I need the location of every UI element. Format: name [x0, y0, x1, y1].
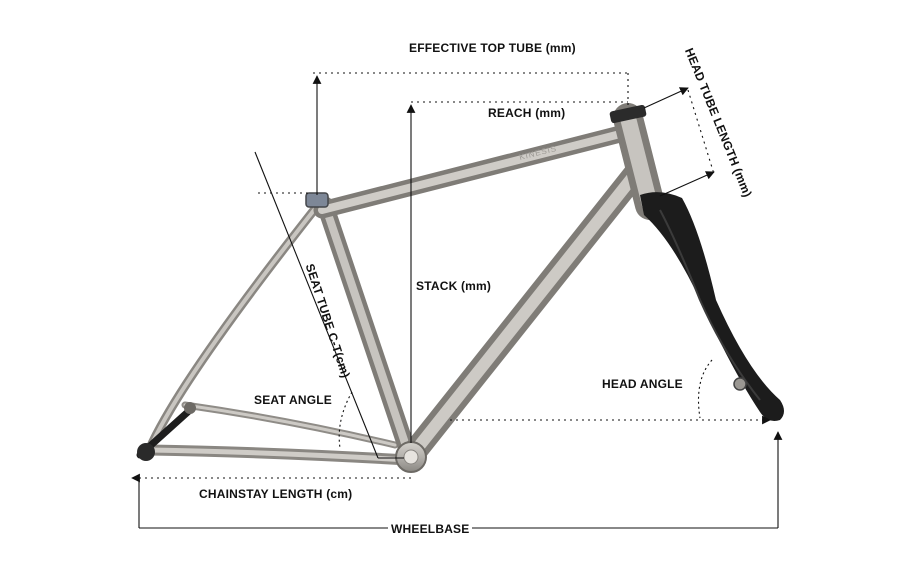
seat-tube-axis	[254, 151, 379, 459]
fork	[640, 192, 784, 421]
seat-angle-arc	[338, 391, 353, 449]
wheelbase-label: WHEELBASE	[388, 522, 473, 536]
frame	[136, 103, 665, 473]
dimension-lines	[131, 72, 783, 529]
effective-top-tube-label: EFFECTIVE TOP TUBE (mm)	[409, 41, 576, 55]
seat-collar	[305, 192, 329, 208]
head-tube-bottom-arrow	[659, 171, 715, 197]
head-tube-top-arrow	[643, 87, 689, 109]
head-angle-label: HEAD ANGLE	[602, 377, 683, 391]
headset-cap	[609, 104, 647, 124]
reach-label: REACH (mm)	[485, 106, 569, 120]
seat-angle-label: SEAT ANGLE	[251, 393, 336, 407]
head-angle-arc	[697, 359, 713, 419]
stack-label: STACK (mm)	[416, 279, 492, 293]
fork-blade	[640, 192, 784, 421]
chainstay-length-label: CHAINSTAY LENGTH (cm)	[199, 487, 353, 501]
